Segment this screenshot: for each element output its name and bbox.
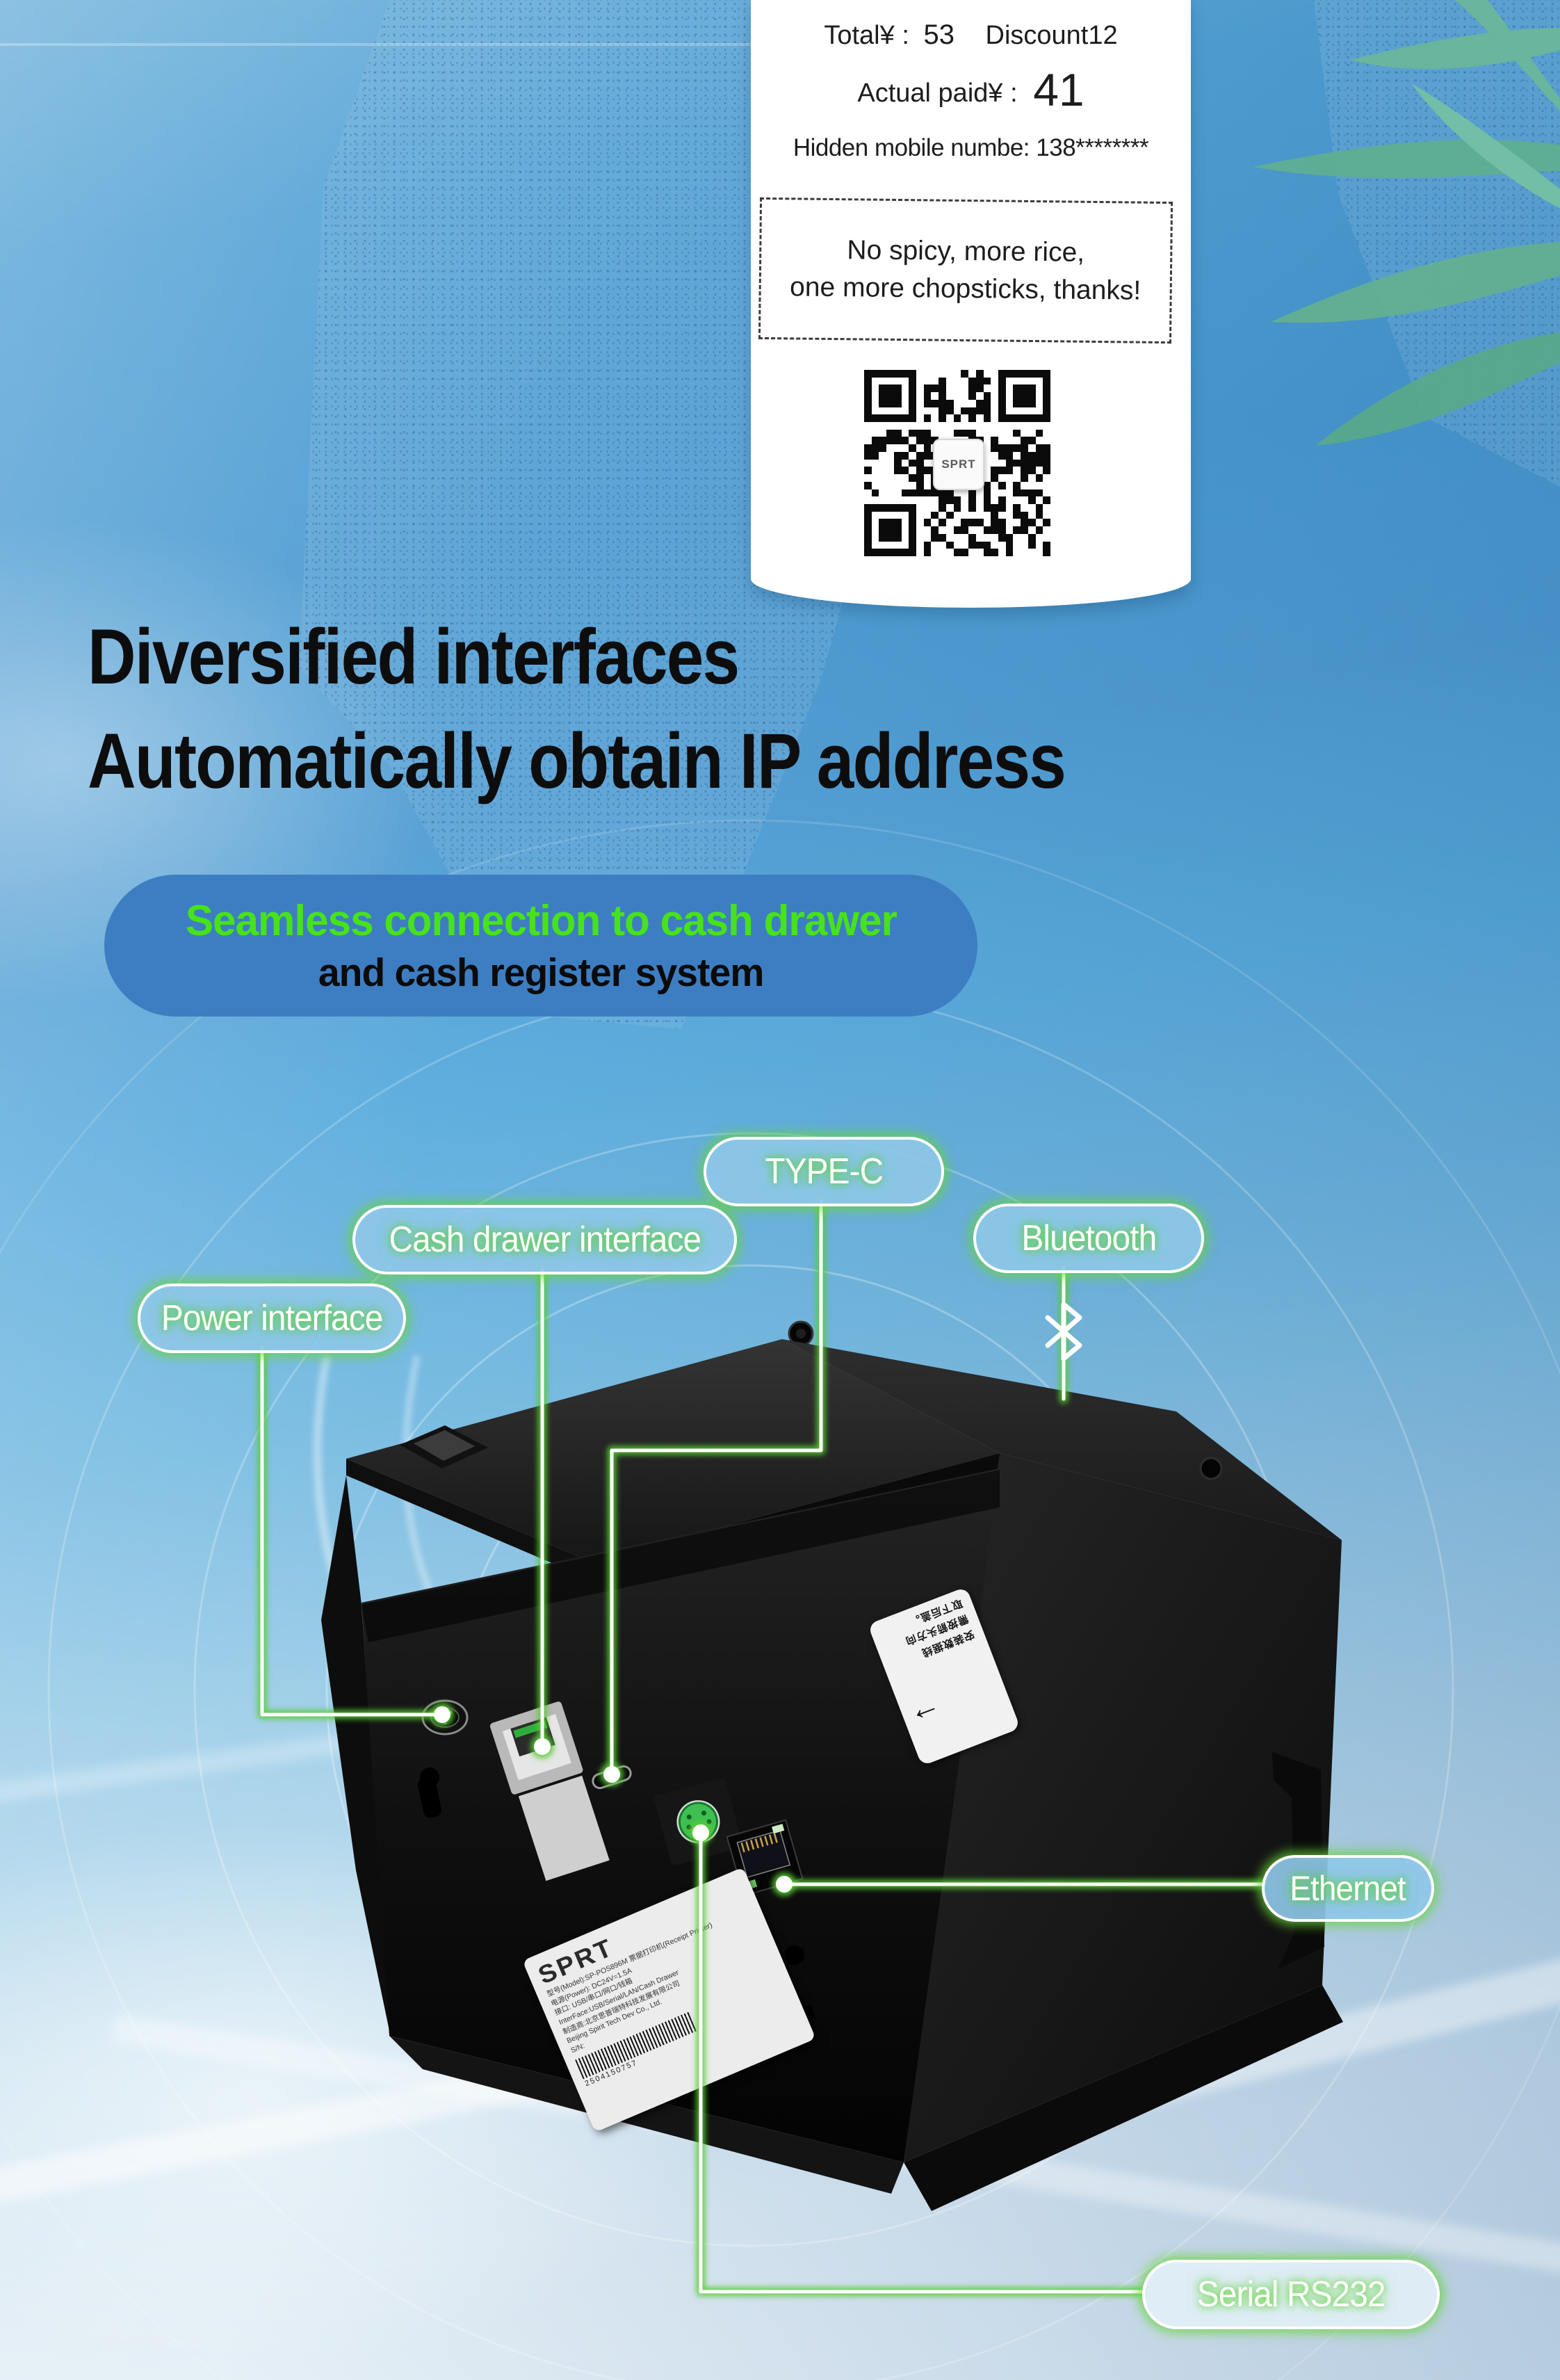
paid-value: 41 (1033, 64, 1084, 115)
paid-label: Actual paid¥ : (857, 79, 1018, 108)
callout-power: Power interface (138, 1284, 406, 1353)
discount-value: Discount12 (985, 21, 1118, 50)
bluetooth-icon (1045, 1302, 1082, 1361)
cash-drawer-port (489, 1701, 610, 1881)
type-c-line (607, 1196, 826, 1779)
headline-line1: Diversified interfaces (88, 613, 740, 700)
receipt-note-box: No spicy, more rice, one more chopsticks… (758, 197, 1173, 344)
callout-type-c: TYPE-C (704, 1137, 944, 1206)
note-line: one more chopsticks, thanks! (789, 272, 1141, 306)
headline-line2: Automatically obtain IP address (88, 718, 1066, 804)
total-value: 53 (923, 19, 954, 50)
serial-line (696, 1828, 1147, 2297)
receipt-paper: Total¥ : 53 Discount12 Actual paid¥ : 41… (751, 0, 1191, 608)
callout-cash-drawer: Cash drawer interface (352, 1205, 737, 1274)
mobile-value: 138******** (1036, 134, 1149, 161)
qr-center-logo: SPRT (933, 439, 984, 490)
qr-code-wrap: SPRT (864, 370, 1050, 556)
callout-serial: Serial RS232 (1142, 2260, 1440, 2329)
power-line (257, 1343, 447, 1719)
receipt-paid-line: Actual paid¥ : 41 (751, 63, 1191, 116)
receipt-total-line: Total¥ : 53 Discount12 (751, 19, 1191, 51)
receipt-mobile-line: Hidden mobile numbe: 138******** (751, 134, 1191, 162)
mobile-label: Hidden mobile numbe: (793, 134, 1030, 161)
callout-ethernet: Ethernet (1262, 1855, 1434, 1922)
banner-line1: Seamless connection to cash drawer (185, 896, 897, 945)
callout-bluetooth: Bluetooth (973, 1204, 1204, 1273)
palm-leaf (1253, 0, 1560, 446)
note-line: No spicy, more rice, (847, 235, 1085, 268)
banner-line2: and cash register system (318, 950, 765, 995)
banner-pill: Seamless connection to cash drawer and c… (104, 875, 977, 1017)
total-label: Total¥ : (824, 21, 909, 50)
